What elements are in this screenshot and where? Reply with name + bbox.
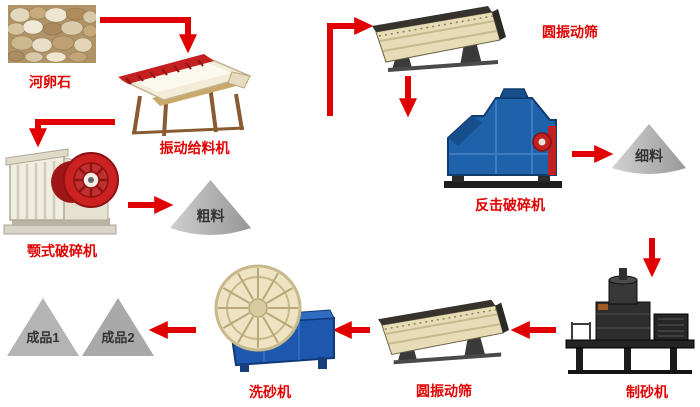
jaw-crusher-label: 颚式破碎机 — [27, 243, 97, 259]
sand-maker-image — [562, 266, 697, 376]
finished-product-1-pile: 成品1 — [5, 296, 81, 358]
coarse-material-pile: 粗料 — [168, 178, 253, 238]
sand-washer-image — [202, 262, 338, 374]
bottom-screen-label: 圆振动筛 — [416, 383, 472, 399]
pebbles-label: 河卵石 — [29, 74, 71, 90]
fine-material-pile: 细料 — [610, 122, 688, 177]
washer-label: 洗砂机 — [249, 384, 291, 400]
impact-crusher-label: 反击破碎机 — [475, 197, 545, 213]
feeder-label: 振动给料机 — [159, 140, 230, 156]
fine-material-label: 细料 — [635, 148, 663, 164]
river-pebbles-photo — [8, 5, 96, 63]
impact-crusher-image — [438, 82, 568, 192]
top-screen-label: 圆振动筛 — [542, 24, 598, 40]
vibrating-screen-top-image — [372, 6, 507, 72]
arrow-feeder-to-jaw-crusher — [29, 119, 115, 148]
coarse-material-label: 粗料 — [196, 208, 225, 224]
product-1-label: 成品1 — [26, 330, 60, 345]
arrow-pebbles-to-feeder — [100, 17, 197, 54]
vibrating-feeder-image — [110, 50, 255, 138]
finished-product-2-pile: 成品2 — [80, 296, 156, 358]
sand-maker-label: 制砂机 — [626, 384, 668, 400]
jaw-crusher-image — [2, 130, 122, 238]
vibrating-screen-bottom-image — [378, 298, 510, 366]
product-2-label: 成品2 — [101, 330, 135, 345]
arrow-coarse-pile-to-top-screen — [327, 17, 374, 116]
